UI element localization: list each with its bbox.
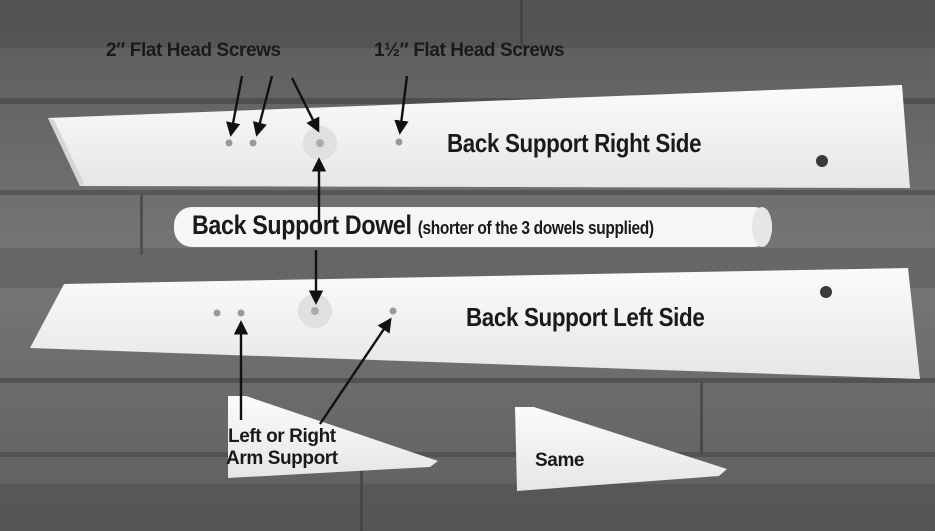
screw-hole bbox=[225, 139, 233, 147]
label-dowel: Back Support Dowel (shorter of the 3 dow… bbox=[192, 210, 654, 241]
label-dowel-note: (shorter of the 3 dowels supplied) bbox=[417, 218, 654, 238]
screw-hole bbox=[237, 309, 245, 317]
bolt-hole bbox=[820, 286, 832, 298]
label-same: Same bbox=[535, 450, 585, 471]
label-arm-line2: Arm Support bbox=[226, 448, 338, 469]
label-arm-line1: Left or Right bbox=[227, 426, 336, 447]
screw-hole bbox=[213, 309, 221, 317]
arm-support-left bbox=[228, 396, 438, 478]
board-back-left bbox=[30, 268, 920, 379]
screw-hole bbox=[389, 307, 397, 315]
label-arm-support: Left or Right Arm Support bbox=[226, 426, 338, 470]
screw-hole bbox=[249, 139, 257, 147]
dowel bbox=[174, 207, 772, 247]
arrows bbox=[226, 75, 409, 425]
label-dowel-main: Back Support Dowel bbox=[192, 210, 412, 240]
label-back-left: Back Support Left Side bbox=[466, 302, 705, 332]
bolt-hole bbox=[816, 155, 828, 167]
label-1half-screws: 1½″ Flat Head Screws bbox=[374, 40, 565, 61]
screw-hole bbox=[395, 138, 403, 146]
arm-support-right bbox=[515, 407, 727, 491]
label-2in-screws: 2″ Flat Head Screws bbox=[106, 40, 281, 61]
label-back-right: Back Support Right Side bbox=[447, 128, 702, 158]
